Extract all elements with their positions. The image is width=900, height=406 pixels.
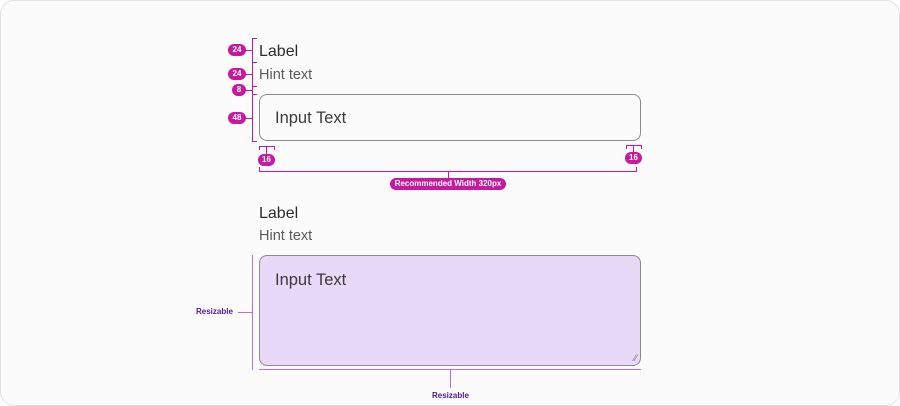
connector bbox=[450, 370, 451, 388]
hint-text-2: Hint text bbox=[259, 228, 313, 244]
resizable-left-label: Resizable bbox=[196, 307, 233, 316]
tick bbox=[636, 167, 637, 172]
tick bbox=[274, 146, 275, 150]
connector bbox=[238, 312, 252, 313]
tick bbox=[252, 38, 257, 39]
connector bbox=[448, 171, 449, 178]
tick bbox=[252, 86, 257, 87]
vertical-measure-line bbox=[252, 38, 253, 142]
textarea[interactable]: Input Text ⁄⁄ bbox=[259, 255, 641, 366]
measure-label-height: 24 bbox=[228, 44, 246, 56]
resize-bottom-line bbox=[259, 369, 641, 370]
hint-text: Hint text bbox=[259, 67, 313, 83]
text-input[interactable]: Input Text bbox=[259, 94, 641, 141]
resizable-bottom-label: Resizable bbox=[432, 391, 469, 400]
tick bbox=[259, 167, 260, 172]
measure-hint-height: 24 bbox=[228, 68, 246, 80]
tick bbox=[259, 146, 260, 150]
connector bbox=[633, 145, 634, 152]
resize-handle-icon[interactable]: ⁄⁄ bbox=[633, 353, 637, 363]
textarea-value: Input Text bbox=[275, 271, 347, 289]
connector bbox=[244, 74, 252, 75]
measure-gap: 8 bbox=[232, 84, 246, 96]
tick bbox=[252, 141, 257, 142]
input-value: Input Text bbox=[275, 109, 347, 127]
tick bbox=[252, 94, 257, 95]
recommended-width-badge: Recommended Width 320px bbox=[390, 178, 506, 190]
tick bbox=[641, 145, 642, 149]
field-label-2: Label bbox=[259, 205, 299, 222]
connector bbox=[244, 118, 252, 119]
connector bbox=[244, 90, 252, 91]
measure-left-padding: 16 bbox=[258, 154, 275, 166]
measure-input-height: 48 bbox=[228, 112, 246, 124]
connector bbox=[244, 50, 252, 51]
tick bbox=[626, 145, 627, 149]
resize-left-line bbox=[252, 255, 253, 370]
connector bbox=[266, 146, 267, 154]
field-label: Label bbox=[259, 43, 299, 60]
measure-right-padding: 16 bbox=[625, 152, 642, 164]
tick bbox=[252, 62, 257, 63]
